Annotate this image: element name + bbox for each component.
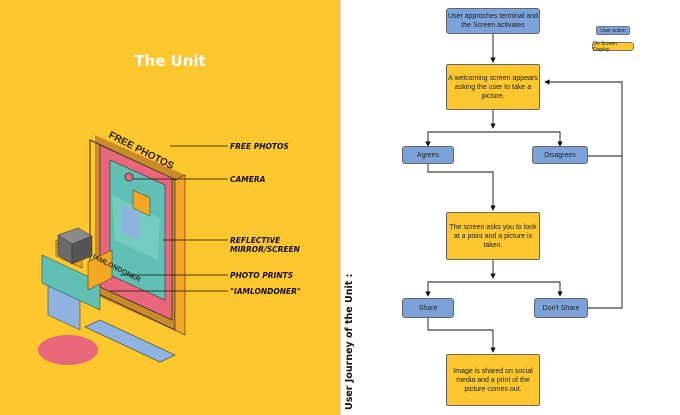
- person-torso: [41, 254, 101, 311]
- callout-free-photos: FREE PHOTOS: [230, 142, 289, 151]
- unit-illustration: FREE PHOTOS IAMLONDONER: [38, 130, 228, 365]
- arrow-share-shared: [427, 318, 496, 353]
- floor-mat: [38, 335, 98, 365]
- callout-iamlondoner: "IAMLONDONER": [230, 287, 301, 296]
- kiosk-side: [174, 174, 186, 336]
- unit-title: The Unit: [134, 52, 206, 70]
- callout-mirror: REFLECTIVE MIRROR/SCREEN: [230, 236, 300, 254]
- legend-user-action: User action: [596, 26, 630, 35]
- node-shared: Image is shared on social media and a pr…: [446, 354, 540, 406]
- branch-agree-disagree: [427, 131, 561, 146]
- reflected-body: [122, 205, 140, 240]
- person-head-right: [71, 235, 93, 265]
- flowchart-connectors: [425, 34, 623, 353]
- node-welcome: A welcoming screen appears asking the us…: [446, 64, 540, 110]
- user-journey-label: User Journey of the Unit :: [344, 273, 355, 410]
- panel-divider: [340, 0, 341, 415]
- node-start: User approches terminal and the Screen a…: [446, 8, 540, 34]
- node-agrees: Agrees: [402, 146, 454, 164]
- arrow-disagrees-loop: [544, 79, 623, 157]
- camera-icon: [124, 172, 134, 182]
- node-look: The screen asks you to look at a point a…: [446, 212, 540, 260]
- callout-photo-prints: PHOTO PRINTS: [230, 271, 294, 280]
- node-share: Share: [402, 298, 454, 318]
- person-arm: [87, 249, 113, 291]
- node-dont-share: Don't Share: [534, 298, 588, 318]
- arrow-agrees-look: [427, 164, 496, 211]
- reflected-head: [132, 189, 151, 217]
- branch-share: [427, 281, 561, 296]
- callout-camera: CAMERA: [230, 175, 266, 184]
- kiosk-base: [84, 319, 176, 363]
- legend-on-screen: On Screen Display: [592, 41, 634, 53]
- node-disagrees: Disagrees: [532, 146, 588, 164]
- arrow-dontshare-loop: [588, 156, 623, 309]
